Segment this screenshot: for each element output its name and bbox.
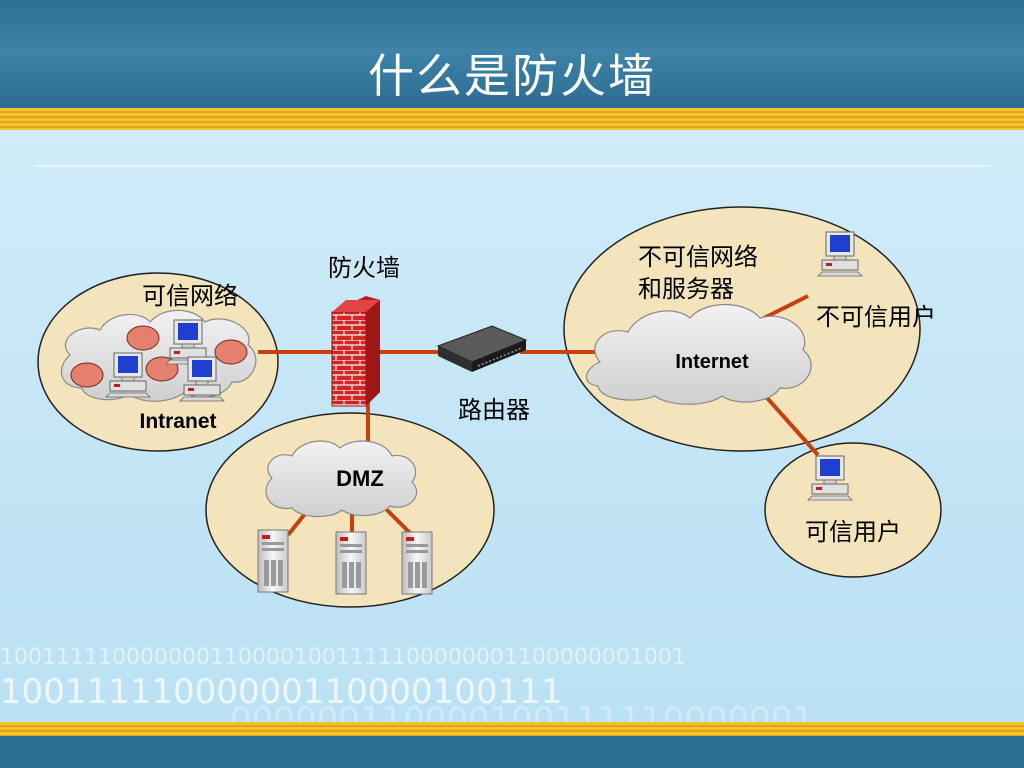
trusted-network-label: 可信网络 <box>142 282 238 310</box>
server-icon <box>401 531 433 595</box>
firewall-brick-icon <box>331 296 380 407</box>
dmz-label: DMZ <box>336 466 384 491</box>
background-binary-text: 10011111000000110000100111 <box>0 672 563 712</box>
footer-gold-band <box>0 722 1024 736</box>
intranet-label: Intranet <box>139 410 216 433</box>
router-icon <box>436 325 528 372</box>
title-bar <box>0 0 1024 112</box>
cloud-icon <box>586 303 812 405</box>
cloud-icon <box>265 440 418 518</box>
internet-label: Internet <box>675 351 749 373</box>
untrusted-network-label: 不可信网络 <box>638 243 758 271</box>
server-icon <box>335 531 367 595</box>
footer-bar <box>0 736 1024 768</box>
router-label: 路由器 <box>458 396 530 424</box>
slide-title: 什么是防火墙 <box>368 49 656 103</box>
header-divider <box>35 165 990 167</box>
trusted-user-zone <box>764 442 942 578</box>
trusted-user-label: 可信用户 <box>805 518 901 546</box>
untrusted-user-label: 不可信用户 <box>816 303 936 331</box>
untrusted-network-label-line2: 和服务器 <box>638 275 734 303</box>
header-gold-band <box>0 108 1024 130</box>
background-binary-text: 1001111100000001100001001111100000001100… <box>0 645 686 670</box>
server-icon <box>257 529 289 593</box>
firewall-label: 防火墙 <box>328 254 400 282</box>
